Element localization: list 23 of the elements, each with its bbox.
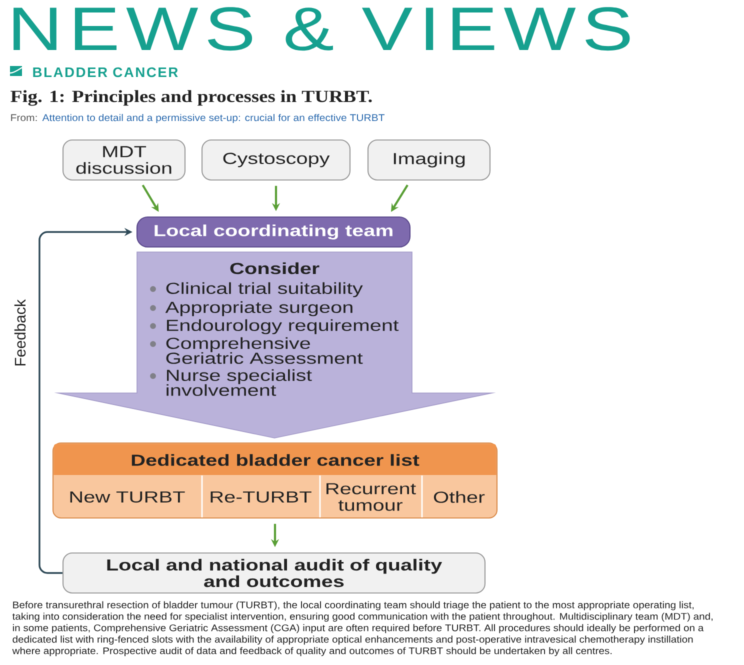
table-cell: New TURBT <box>70 491 185 503</box>
process-box: Cystoscopy <box>201 139 351 181</box>
figure-title: Fig. 1: Principles and processes in TURBT. <box>10 90 372 106</box>
section-heading: NEWS & VIEWS <box>14 7 630 51</box>
process-box: Local and national audit of quality and outcomes <box>62 552 486 594</box>
arrow-heading: Consider <box>230 262 320 274</box>
table-cell: Re-TURBT <box>210 491 312 503</box>
figure-caption: Before transurethral resection of bladder tumour (TURBT), the local coordinating team should triage the patient to the most appropriate operating list, taking into consideration the need for specialist intervention, ensuring good communication with the patient throughout. Multidisciplinary team (MDT) and, in some patients, Comprehensive Geriatric Assessment (CGA) input are often required before TURBT. All procedures should ideally be performed on a dedicated list with ring-fenced slots with the availability of appropriate optical enhancements and post-operative intravesical chemotherapy instillation where appropriate. Prospective audit of data and feedback of quality and outcomes of TURBT should be undertaken by all centres. <box>12 601 713 656</box>
section-label: BLADDER CANCER <box>33 67 178 78</box>
process-box: MDT discussion <box>62 139 186 181</box>
source-link: Attention to detail and a permissive set-up: crucial for an effective TURBT <box>42 114 385 123</box>
process-box: Local coordinating team <box>136 216 411 248</box>
list-item: Appropriate surgeon <box>165 301 352 316</box>
header-band: Dedicated bladder cancer list <box>54 444 496 475</box>
source-label: From: <box>11 114 37 122</box>
table-cell: Recurrent tumour <box>326 483 416 511</box>
list-item: Nurse specialist involvement <box>166 369 312 396</box>
list-item: Endourology requirement <box>166 319 399 334</box>
list-item: Comprehensive Geriatric Assessment <box>166 337 363 364</box>
table-cell: Other <box>434 491 485 503</box>
list-item: Clinical trial suitability <box>166 282 363 298</box>
edge-label: Feedback <box>13 298 27 368</box>
process-box: Imaging <box>367 139 491 181</box>
